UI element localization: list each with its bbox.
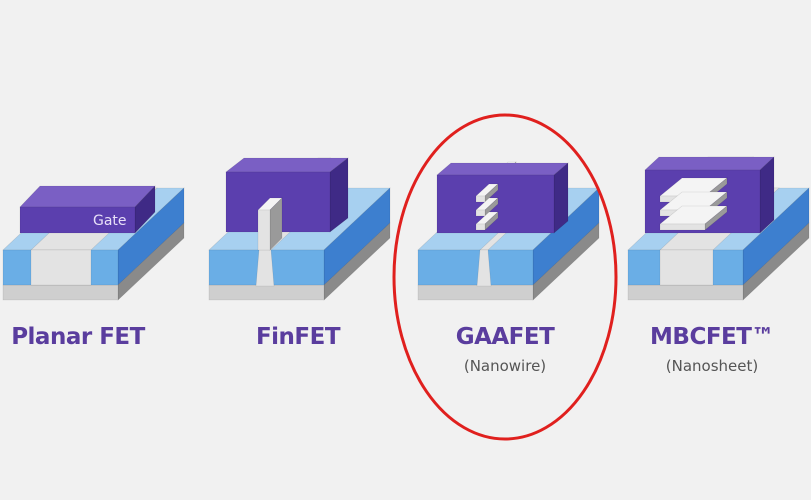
base-front [2,284,119,301]
gate-side [553,162,569,234]
nanowire-1-front [475,195,486,203]
gaafet-highlight-ring [392,113,618,441]
nanowire-3-front [475,223,486,231]
finfet-title: FinFET [255,324,341,350]
base-front [417,284,534,301]
fin-front [257,209,271,251]
gate-top [225,157,349,173]
planar-fet-title: Planar FET [11,324,145,350]
planar-fet-device [2,185,185,301]
gaafet-device [417,161,600,301]
nanosheet-3-front [659,223,706,231]
gaafet-title: GAAFET [455,324,555,350]
finfet-device [208,157,391,301]
gate-top [436,162,569,176]
gaafet-subtitle: (Nanowire) [463,357,547,375]
channel-front [30,249,92,286]
fin-trench [476,249,492,287]
base-front [627,284,744,301]
gate-side [759,156,775,234]
base-front [208,284,325,301]
mbcfet-title: MBCFET™ [650,324,774,350]
nanowire-2-front [475,209,486,217]
gate-front [19,206,136,234]
channel-front [659,249,714,286]
mbcfet-subtitle: (Nanosheet) [665,357,759,375]
mbcfet-device [627,156,810,301]
gate-label: Gate [93,213,127,229]
substrate-front [417,249,534,286]
gate-top [19,185,156,208]
gate-top [644,156,775,171]
fin-trench [255,249,275,287]
